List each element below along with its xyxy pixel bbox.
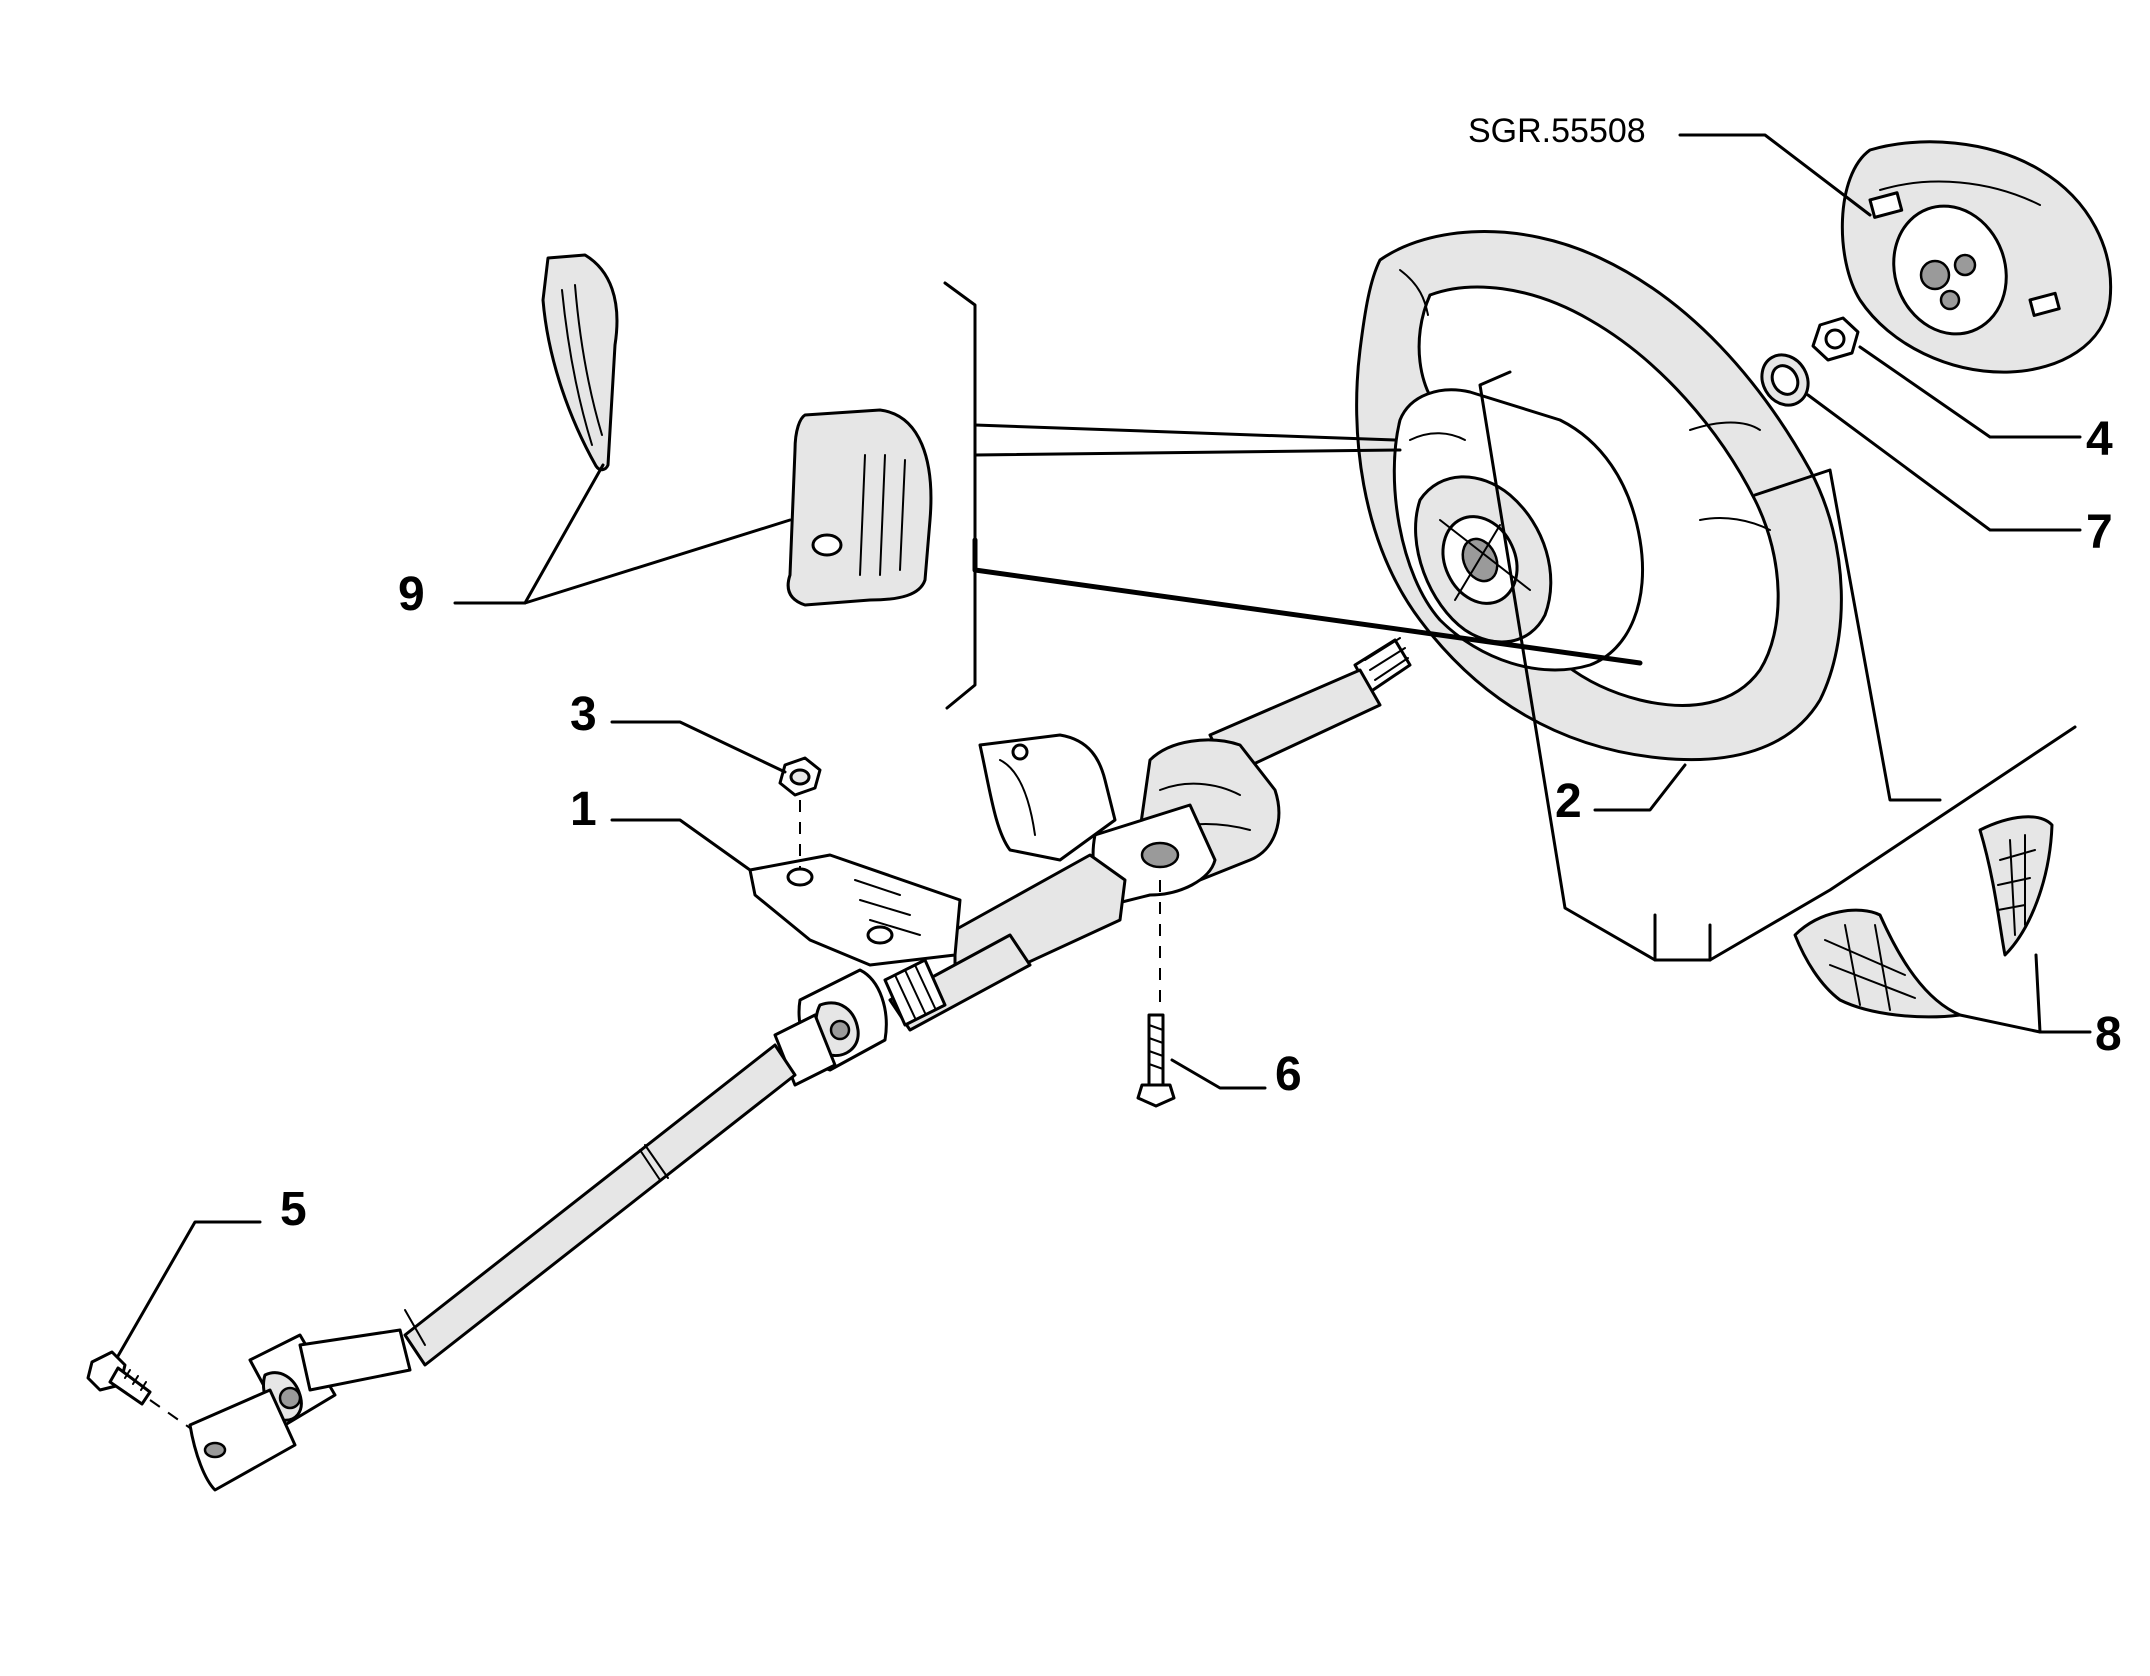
paddle-group-bracket — [943, 281, 977, 710]
steering-wheel — [1355, 230, 1843, 762]
leader-2 — [1593, 763, 1687, 812]
callout-label-2: 2 — [1555, 775, 1582, 828]
callout-label-9: 9 — [398, 568, 425, 621]
callout-label-5: 5 — [280, 1183, 307, 1236]
callout-label-3: 3 — [570, 688, 597, 741]
leader-6 — [1170, 1058, 1267, 1090]
button-group-bracket-left — [1478, 370, 1712, 962]
steering-column-assembly — [188, 637, 1412, 1492]
nut-part-4 — [1811, 316, 1860, 362]
bolt-5-assembly-axis — [149, 1399, 191, 1429]
bracket-leader-to-wheel-mid — [973, 448, 1402, 457]
leader-9-b — [523, 518, 792, 605]
leader-8-a — [2034, 953, 2092, 1034]
paddle-shifter-upper — [541, 253, 619, 472]
bracket-leader-to-hub — [972, 537, 1643, 666]
button-group-bracket-right — [1753, 468, 1942, 802]
leader-8-b — [1958, 1013, 2042, 1034]
callout-label-6: 6 — [1275, 1048, 1302, 1101]
leader-5 — [116, 1220, 262, 1358]
nut-part-3 — [778, 756, 822, 797]
bush-part-7 — [1760, 353, 1810, 407]
leader-4 — [1858, 345, 2082, 439]
reference-code-label: SGR.55508 — [1468, 112, 1646, 150]
airbag-module — [1840, 140, 2113, 374]
bolt-part-5 — [86, 1350, 152, 1406]
leader-reference — [1678, 133, 1872, 217]
leader-3 — [610, 720, 787, 774]
button-group-bracket-lower — [1708, 725, 2077, 962]
callout-label-1: 1 — [570, 783, 597, 836]
leader-9-a — [453, 463, 605, 605]
leader-1 — [610, 818, 752, 872]
bolt-part-6 — [1136, 1013, 1176, 1108]
bracket-leader-to-wheel-upper — [973, 423, 1397, 442]
callout-label-8: 8 — [2095, 1008, 2122, 1061]
paddle-shifter-lower — [786, 408, 933, 607]
leader-7 — [1806, 393, 2082, 532]
callout-label-4: 4 — [2086, 413, 2113, 466]
steering-control-buttons-right — [1978, 815, 2054, 957]
steering-control-buttons-left — [1793, 908, 1962, 1019]
callout-label-7: 7 — [2086, 506, 2113, 559]
